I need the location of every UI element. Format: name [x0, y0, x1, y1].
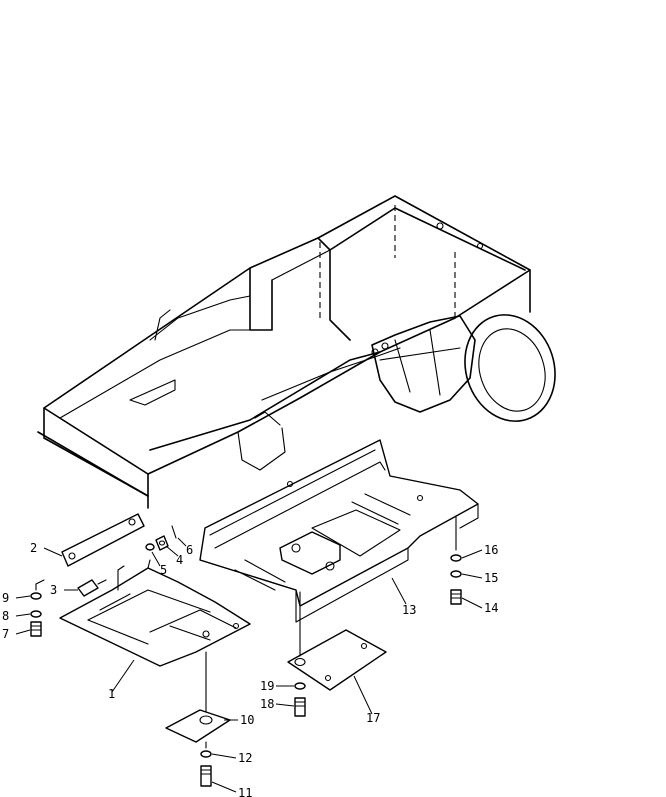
front-guard-1: [59, 559, 251, 667]
under-cover-13: [199, 439, 479, 623]
callout-11: 11: [238, 786, 252, 797]
callout-2: 2: [30, 541, 37, 555]
callout-10: 10: [240, 713, 254, 727]
callout-18: 18: [260, 697, 274, 711]
callout-labels: 1 2 3 4 5 6 7 8 9 10 11 12 13 14 15 16 1…: [2, 541, 498, 797]
callout-14: 14: [484, 601, 498, 615]
small-cover-10: [165, 709, 231, 743]
callout-4: 4: [176, 553, 183, 567]
leader-lines: [15, 537, 483, 793]
callout-19: 19: [260, 679, 274, 693]
callout-7: 7: [2, 627, 9, 641]
fasteners: [30, 515, 462, 787]
callout-17: 17: [366, 711, 380, 725]
callout-1: 1: [108, 687, 115, 701]
plate-2: [61, 513, 145, 567]
callout-8: 8: [2, 609, 9, 623]
cover-17: [287, 629, 387, 691]
callout-12: 12: [238, 751, 252, 765]
callout-13: 13: [402, 603, 416, 617]
callout-16: 16: [484, 543, 498, 557]
callout-5: 5: [160, 563, 167, 577]
main-frame-outline: [37, 195, 556, 509]
callout-3: 3: [50, 583, 57, 597]
callout-15: 15: [484, 571, 498, 585]
callout-9: 9: [2, 591, 9, 605]
callout-6: 6: [186, 543, 193, 557]
